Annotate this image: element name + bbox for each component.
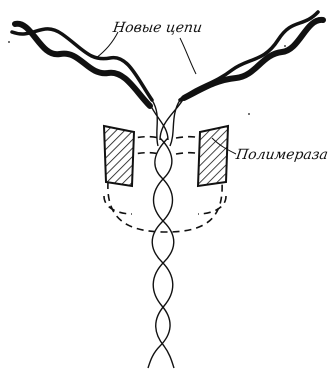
speck xyxy=(8,41,10,43)
polymerase-right-block xyxy=(198,126,228,186)
polymerase-left-block xyxy=(104,126,134,186)
speck xyxy=(248,113,250,115)
polymerase-label: Полимераза xyxy=(235,147,329,163)
new-chains-leader-right xyxy=(180,38,196,74)
new-chains-label: Новые цепи xyxy=(112,20,203,36)
left-new-chain xyxy=(12,24,152,106)
speck xyxy=(284,45,286,47)
parent-dna-helix xyxy=(148,138,174,368)
